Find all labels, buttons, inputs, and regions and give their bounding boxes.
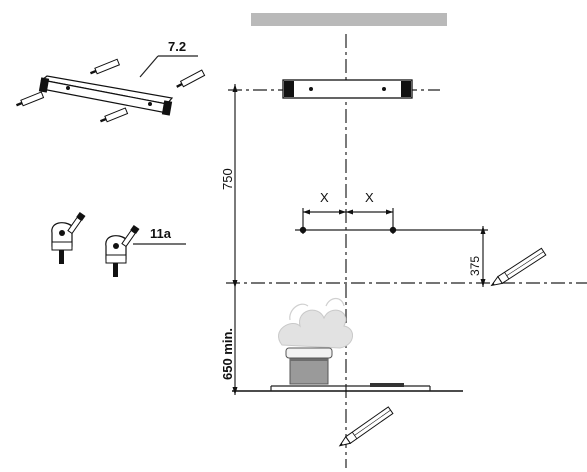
dim-750	[232, 84, 238, 288]
wall-clip-icon-2	[105, 224, 140, 277]
x-label-left: X	[320, 190, 329, 205]
screw-icon-2	[176, 69, 206, 88]
label-11a: 11a	[150, 226, 172, 241]
leader-7-2	[139, 55, 198, 78]
mounting-bracket-icon	[38, 75, 174, 116]
dim-375-label: 375	[468, 256, 482, 276]
steaming-pot-icon	[278, 297, 353, 385]
dim-375	[480, 226, 486, 287]
drill-hole-right	[389, 226, 397, 234]
ceiling-bar	[251, 13, 447, 26]
x-label-right: X	[365, 190, 374, 205]
dim-650-label: 650 min.	[220, 328, 235, 380]
hob-worktop	[232, 383, 463, 392]
dim-750-label: 750	[220, 168, 235, 190]
drill-hole-left	[299, 226, 307, 234]
screw-icon-4	[99, 107, 129, 123]
screw-icon-1	[89, 58, 121, 75]
wall-bracket-icon	[282, 79, 413, 99]
x-dimension	[299, 208, 397, 234]
pencil-icon-bottom	[338, 406, 394, 447]
pencil-icon	[490, 247, 547, 287]
wall-clip-icon-1	[51, 211, 86, 264]
screw-icon-3	[15, 91, 45, 107]
label-7-2: 7.2	[168, 39, 186, 54]
